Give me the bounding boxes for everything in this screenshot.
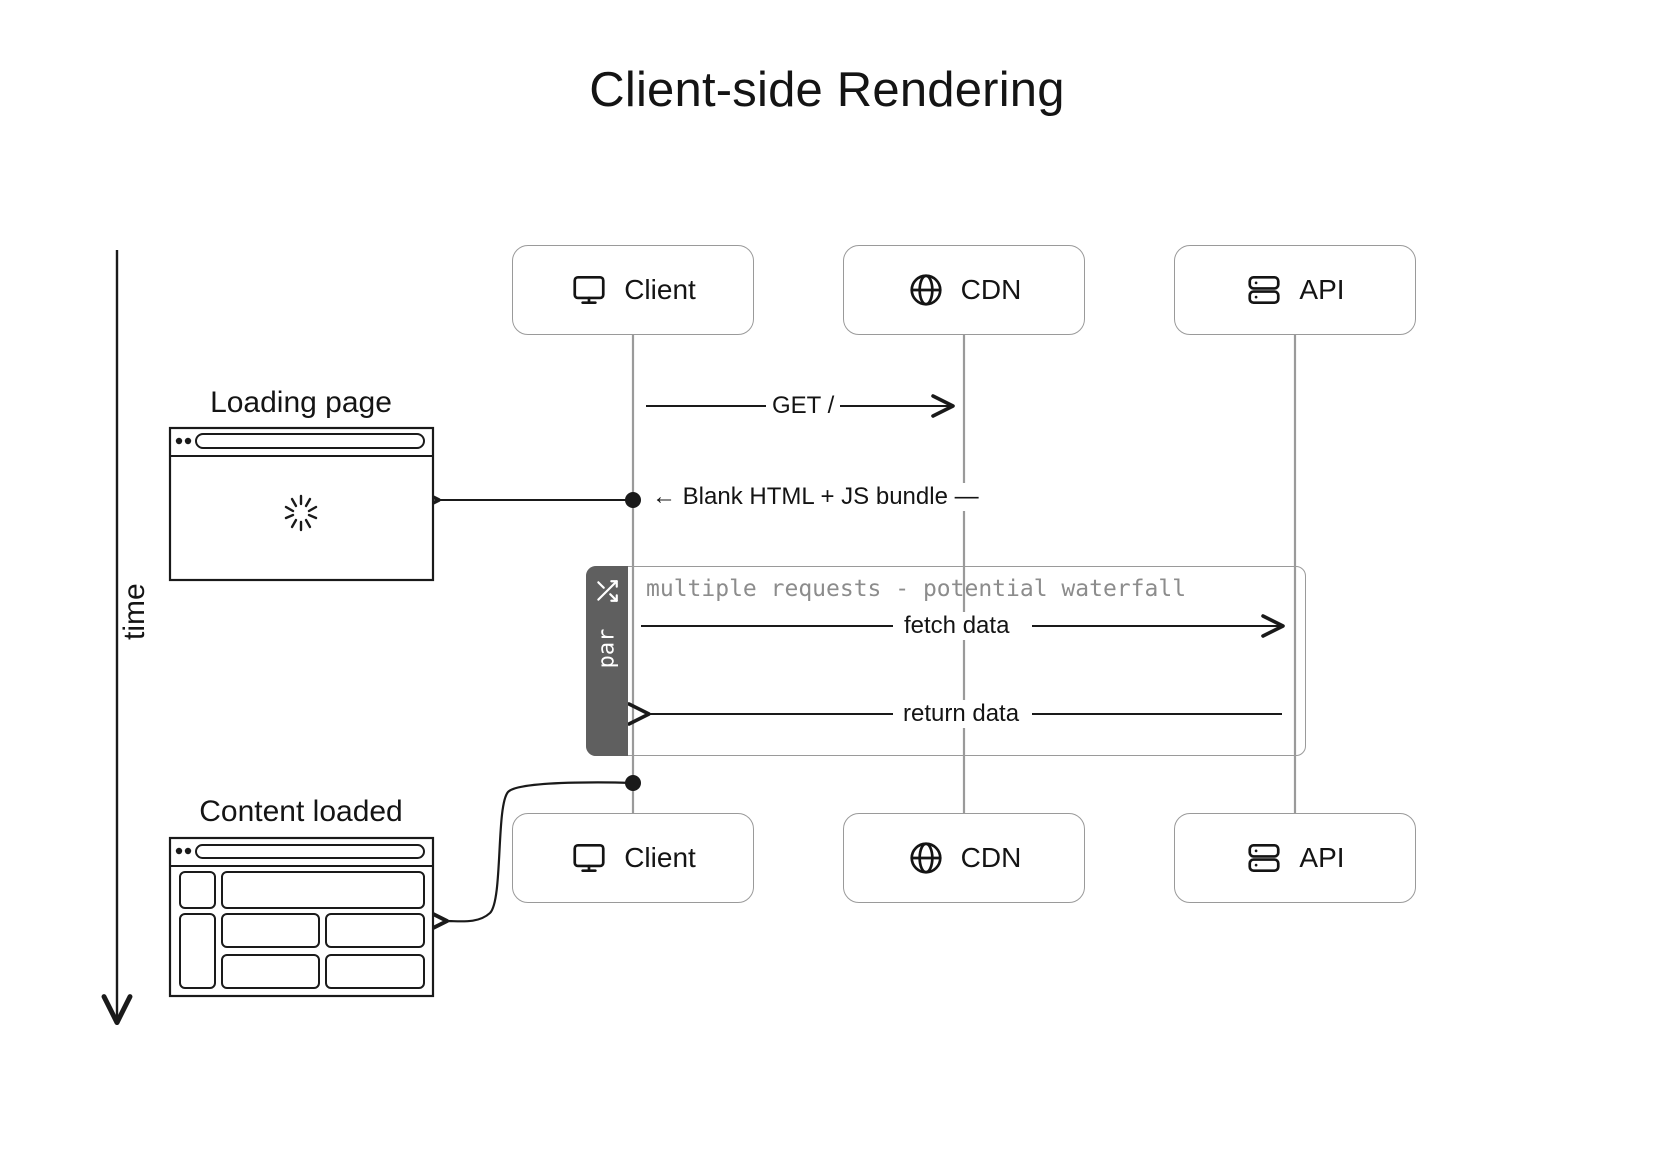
connector-content-loaded (423, 775, 641, 934)
page-title: Client-side Rendering (589, 63, 1065, 117)
participant-label: Client (624, 842, 696, 873)
shuffle-icon (594, 578, 620, 604)
server-icon (1245, 839, 1283, 877)
message-label-get: GET / (766, 392, 841, 420)
participant-label: API (1299, 274, 1345, 305)
participant-label: CDN (960, 274, 1022, 305)
globe-icon (907, 839, 945, 877)
annotation-title-content-loaded: Content loaded (199, 795, 403, 828)
fragment-caption: multiple requests - potential waterfall (646, 576, 1187, 602)
participant-bottom-cdn[interactable]: CDN (843, 813, 1085, 903)
message-label-return-data: return data (897, 700, 1026, 728)
globe-icon (907, 271, 945, 309)
participant-top-client[interactable]: Client (512, 245, 754, 335)
annotation-title-loading-page: Loading page (210, 386, 392, 419)
mockup-content-loaded (168, 836, 435, 998)
message-blank-html (417, 488, 641, 512)
participant-label: API (1299, 842, 1345, 873)
monitor-icon (570, 271, 608, 309)
spinner-icon (284, 494, 318, 532)
fragment-par-tab[interactable]: par (586, 566, 628, 756)
participant-top-api[interactable]: API (1174, 245, 1416, 335)
monitor-icon (570, 839, 608, 877)
fragment-par-label: par (594, 628, 620, 669)
participant-top-cdn[interactable]: CDN (843, 245, 1085, 335)
message-label-fetch-data: fetch data (898, 612, 1016, 640)
message-label-blank-html: ← Blank HTML + JS bundle — (646, 483, 985, 511)
participant-bottom-client[interactable]: Client (512, 813, 754, 903)
participant-label: Client (624, 274, 696, 305)
participant-bottom-api[interactable]: API (1174, 813, 1416, 903)
server-icon (1245, 271, 1283, 309)
mockup-loading-page (168, 426, 435, 582)
participant-label: CDN (960, 842, 1022, 873)
